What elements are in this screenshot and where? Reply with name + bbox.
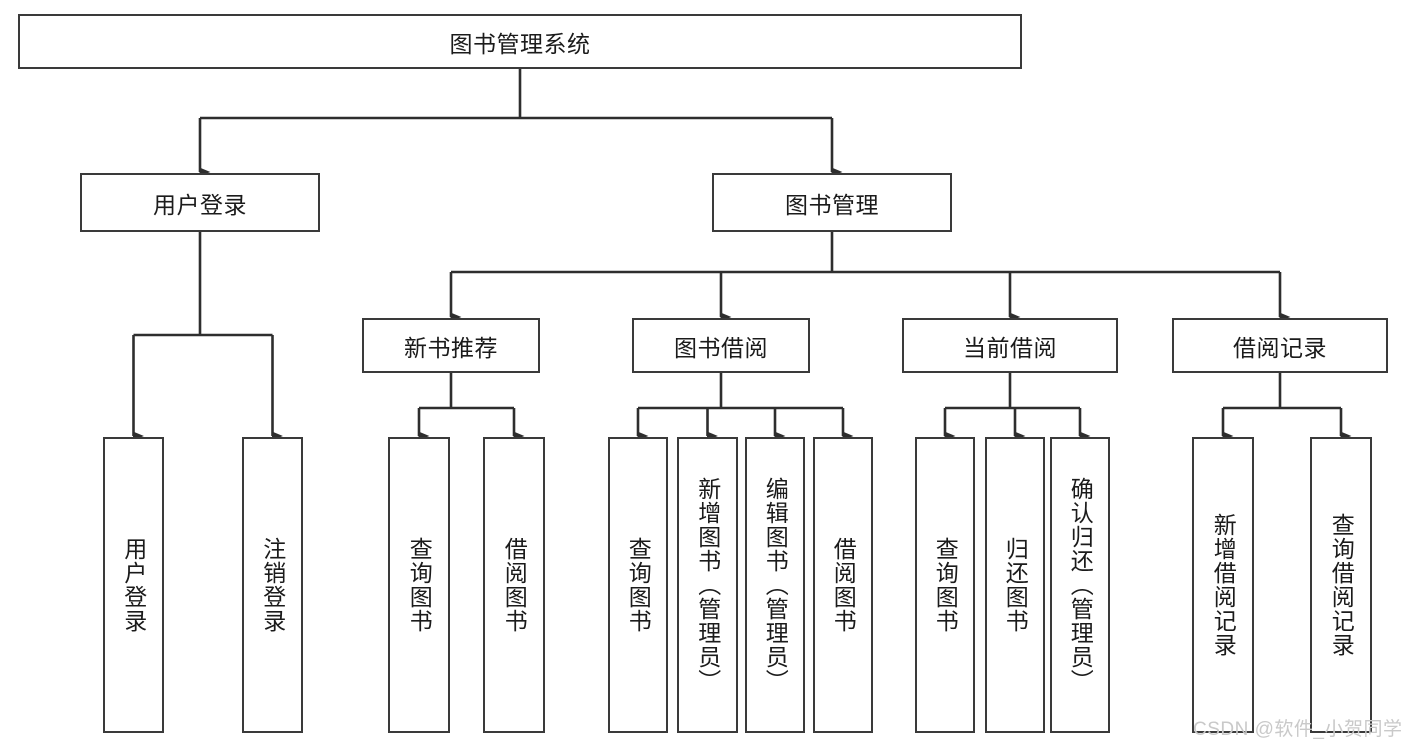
node-label: 注销登录 <box>259 537 286 633</box>
node-leaf-borrow-book-2[interactable]: 借阅图书 <box>813 437 873 733</box>
node-label: 借阅记录 <box>1233 334 1327 361</box>
node-label: 当前借阅 <box>963 334 1057 361</box>
node-label: 查询图书 <box>406 537 433 633</box>
node-label: 归还图书 <box>1002 537 1029 633</box>
node-leaf-query-book-3[interactable]: 查询图书 <box>915 437 975 733</box>
node-leaf-query-book-1[interactable]: 查询图书 <box>388 437 450 733</box>
node-label: 用户登录 <box>153 191 247 218</box>
node-leaf-confirm-return[interactable]: 确认归还（管理员） <box>1050 437 1110 733</box>
node-leaf-edit-book[interactable]: 编辑图书（管理员） <box>745 437 805 733</box>
node-leaf-query-book-2[interactable]: 查询图书 <box>608 437 668 733</box>
node-leaf-logout-login[interactable]: 注销登录 <box>242 437 303 733</box>
node-root[interactable]: 图书管理系统 <box>18 14 1022 69</box>
node-new-book-rec[interactable]: 新书推荐 <box>362 318 540 373</box>
node-label: 新增图书（管理员） <box>694 477 721 693</box>
node-label: 新增借阅记录 <box>1210 513 1237 657</box>
node-label: 编辑图书（管理员） <box>762 477 789 693</box>
node-label: 图书管理 <box>785 191 879 218</box>
node-book-borrow[interactable]: 图书借阅 <box>632 318 810 373</box>
node-label: 确认归还（管理员） <box>1067 477 1094 693</box>
node-user-login[interactable]: 用户登录 <box>80 173 320 232</box>
node-leaf-query-record[interactable]: 查询借阅记录 <box>1310 437 1372 733</box>
node-label: 图书借阅 <box>674 334 768 361</box>
node-label: 借阅图书 <box>830 537 857 633</box>
node-borrow-record[interactable]: 借阅记录 <box>1172 318 1388 373</box>
node-label: 借阅图书 <box>501 537 528 633</box>
node-book-manage[interactable]: 图书管理 <box>712 173 952 232</box>
node-label: 新书推荐 <box>404 334 498 361</box>
node-leaf-user-login[interactable]: 用户登录 <box>103 437 164 733</box>
node-label: 查询图书 <box>625 537 652 633</box>
node-leaf-add-book[interactable]: 新增图书（管理员） <box>677 437 738 733</box>
node-label: 查询借阅记录 <box>1328 513 1355 657</box>
node-label: 图书管理系统 <box>449 30 591 57</box>
node-leaf-add-record[interactable]: 新增借阅记录 <box>1192 437 1254 733</box>
node-leaf-return-book[interactable]: 归还图书 <box>985 437 1045 733</box>
node-leaf-borrow-book-1[interactable]: 借阅图书 <box>483 437 545 733</box>
node-label: 用户登录 <box>120 537 147 633</box>
node-current-borrow[interactable]: 当前借阅 <box>902 318 1118 373</box>
node-label: 查询图书 <box>932 537 959 633</box>
